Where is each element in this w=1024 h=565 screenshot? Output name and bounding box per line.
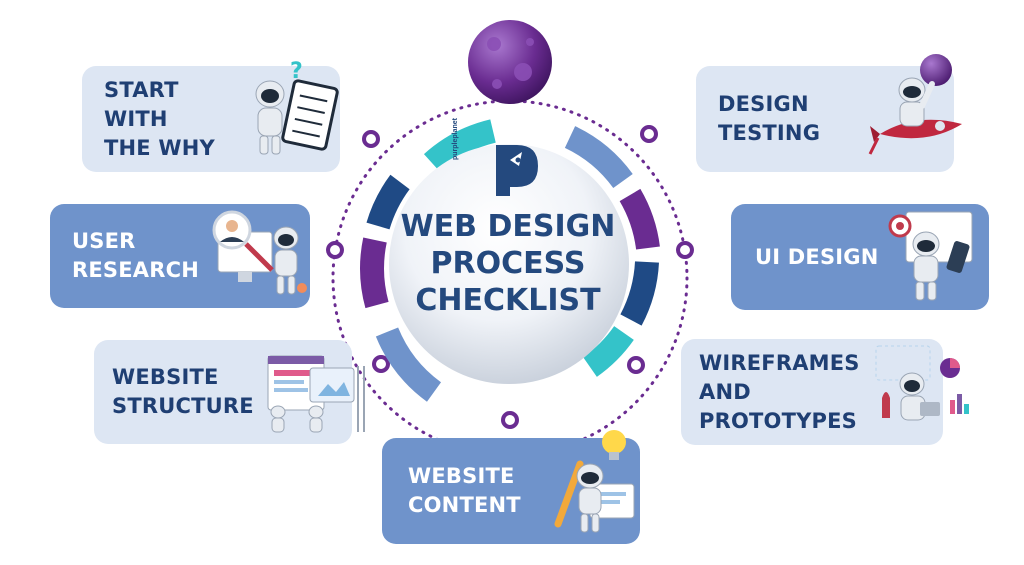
segment <box>375 327 442 402</box>
ring-node <box>372 355 390 373</box>
segment <box>582 325 634 377</box>
lightbulb-icon <box>602 430 626 460</box>
step-label: WIREFRAMES AND PROTOTYPES <box>699 350 860 433</box>
ring-node <box>676 241 694 259</box>
segment <box>619 188 660 250</box>
brand-logo-icon <box>496 145 538 196</box>
astronaut-structure-illustration <box>267 355 365 433</box>
astronaut-ui-design-illustration <box>888 211 973 301</box>
step-label: WEBSITE STRUCTURE <box>112 365 254 418</box>
astronaut-wireframe-illustration <box>875 345 969 421</box>
step-label: USER RESEARCH <box>72 229 199 282</box>
segment-ring <box>360 119 660 402</box>
ring-nodes <box>326 125 694 429</box>
segment <box>366 174 410 230</box>
astronaut-checklist-illustration: ? <box>255 59 339 155</box>
segment <box>620 261 659 326</box>
planet-icon <box>468 20 552 104</box>
astronaut-rocket-illustration <box>868 54 962 155</box>
center-sphere <box>389 144 629 384</box>
ring-node <box>362 130 380 148</box>
astronaut-research-illustration <box>212 210 307 295</box>
segment <box>423 119 497 173</box>
svg-text:?: ? <box>290 59 303 84</box>
rocket-icon <box>868 119 962 155</box>
astronaut-content-illustration <box>554 430 635 533</box>
ring-node <box>627 356 645 374</box>
brand-name: purpleplanet <box>452 117 459 160</box>
diagram-title: WEB DESIGN PROCESS CHECKLIST <box>400 209 616 318</box>
ring-node <box>326 241 344 259</box>
ring-node <box>501 411 519 429</box>
target-icon <box>888 214 912 238</box>
step-label: START WITH THE WHY <box>104 77 215 160</box>
segment <box>360 237 389 309</box>
ring-node <box>640 125 658 143</box>
step-card-wireframes-and-prototypes: WIREFRAMES AND PROTOTYPES <box>681 339 943 445</box>
segment <box>564 126 633 189</box>
step-label: WEBSITE CONTENT <box>408 464 521 517</box>
phone-icon <box>946 241 970 273</box>
step-label: DESIGN TESTING <box>718 92 821 145</box>
step-label: UI DESIGN <box>755 244 879 269</box>
